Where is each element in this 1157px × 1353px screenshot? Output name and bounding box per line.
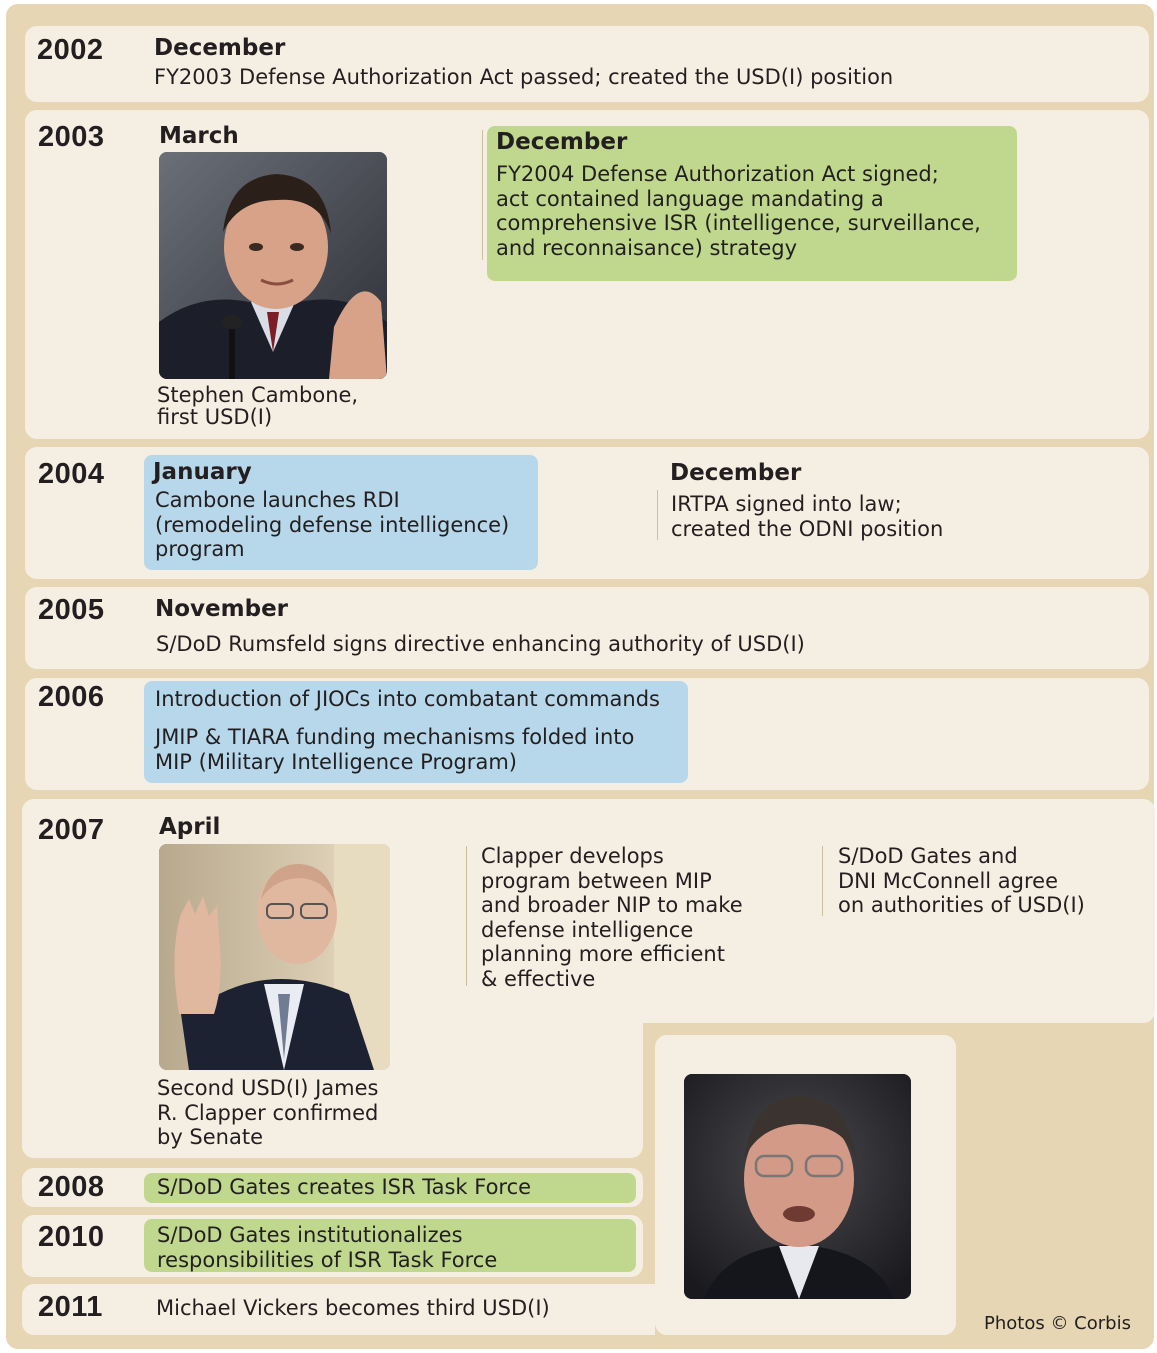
event-2003-december: FY2004 Defense Authorization Act signed;… [496,162,981,260]
caption-clapper: Second USD(I) James R. Clapper confirmed… [157,1076,379,1149]
year-2004: 2004 [38,458,105,490]
event-2008: S/DoD Gates creates ISR Task Force [157,1175,532,1199]
month-2005: November [155,596,289,622]
month-2004-january: January [153,459,252,485]
month-2003-december: December [496,129,628,155]
highlight-2003-december [487,126,1017,281]
event-2004-december: IRTPA signed into law; created the ODNI … [671,492,944,541]
caption-cambone: Stephen Cambone, first USD(I) [157,383,359,429]
year-2007: 2007 [38,814,105,846]
year-2010: 2010 [38,1221,105,1253]
divider-2007-a [466,846,467,986]
photo-credit: Photos © Corbis [984,1313,1131,1334]
highlight-2004-january [144,455,538,570]
divider-2007-b [822,846,823,916]
row-2002 [25,26,1149,102]
event-2006-jiocs: Introduction of JIOCs into combatant com… [155,687,660,711]
event-2002: FY2003 Defense Authorization Act passed;… [154,65,894,89]
month-2004-december: December [670,460,802,486]
event-2006-jmip: JMIP & TIARA funding mechanisms folded i… [155,725,635,774]
year-2011: 2011 [38,1291,103,1323]
event-2007-clapper-program: Clapper develops program between MIP and… [481,844,743,991]
highlight-2006 [144,681,688,783]
month-2007-april: April [159,814,221,840]
year-2008: 2008 [38,1171,105,1203]
divider-2004 [657,490,658,540]
year-2006: 2006 [38,681,105,713]
event-2007-gates-mcconnell: S/DoD Gates and DNI McConnell agree on a… [838,844,1085,917]
month-2002: December [154,35,286,61]
event-2011: Michael Vickers becomes third USD(I) [156,1296,550,1320]
highlight-2010 [144,1219,636,1272]
event-2005: S/DoD Rumsfeld signs directive enhancing… [156,632,805,656]
year-2003: 2003 [38,121,105,153]
event-2004-january: Cambone launches RDI (remodeling defense… [155,488,510,561]
vickers-photo [684,1074,911,1299]
clapper-photo [159,844,390,1070]
divider-2003 [482,130,483,260]
year-2005: 2005 [38,594,105,626]
event-2010: S/DoD Gates institutionalizes responsibi… [157,1223,498,1272]
row-2005 [25,587,1149,669]
year-2002: 2002 [37,34,104,66]
cambone-photo [159,152,387,379]
month-2003-march: March [159,123,239,149]
highlight-2008 [144,1173,636,1203]
row-2011 [22,1284,655,1335]
